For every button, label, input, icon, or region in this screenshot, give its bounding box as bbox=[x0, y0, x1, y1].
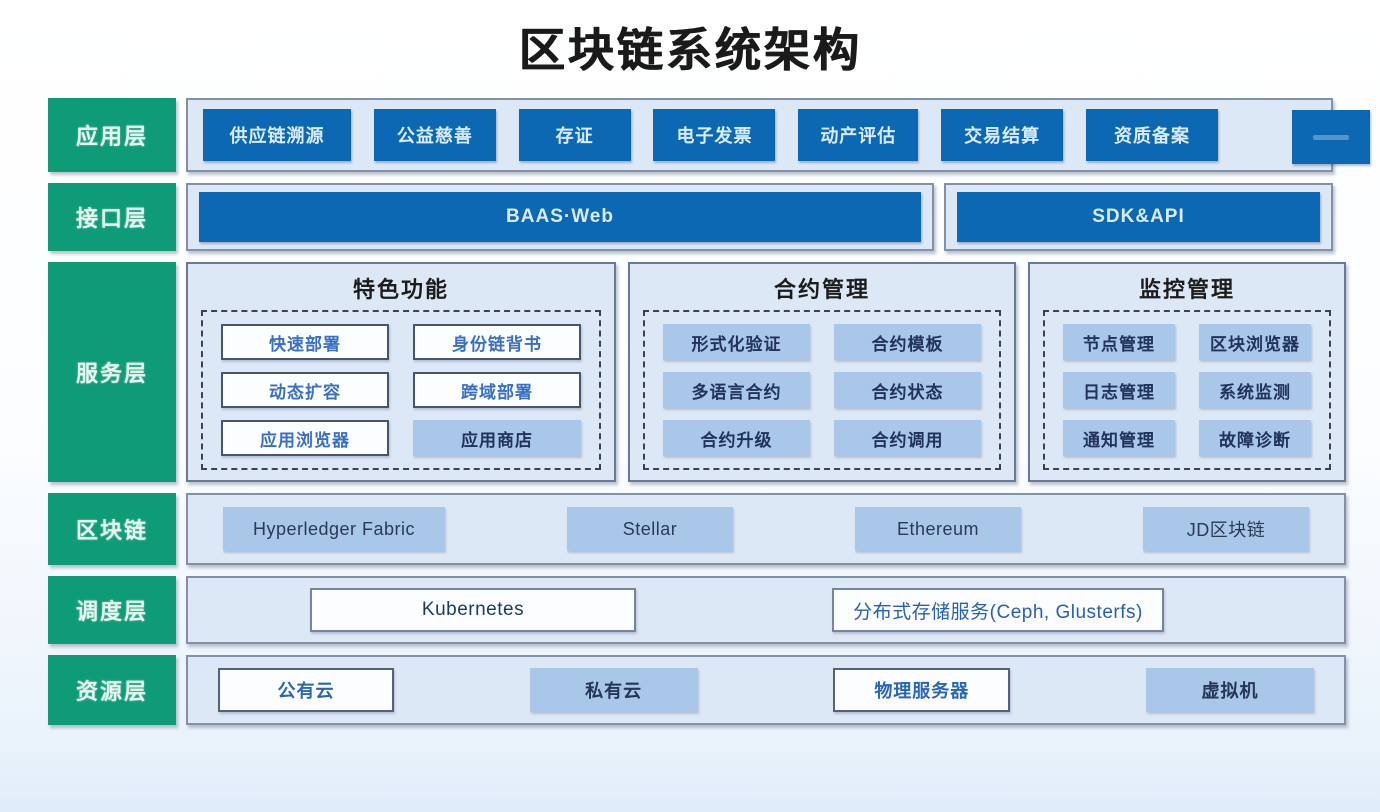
panel-title-contract-management: 合约管理 bbox=[773, 277, 870, 302]
sched-item-distributed-storage: 分布式存储服务(Ceph, Glusterfs) bbox=[832, 588, 1164, 632]
app-item-charity: 公益慈善 bbox=[373, 109, 496, 161]
bc-item-ethereum: Ethereum bbox=[855, 507, 1021, 551]
svc-item-rapid-deployment: 快速部署 bbox=[221, 324, 389, 360]
bc-item-jd-blockchain: JD区块链 bbox=[1143, 507, 1309, 551]
svc-item-fault-diagnosis: 故障诊断 bbox=[1199, 420, 1311, 456]
svc-item-formal-verification: 形式化验证 bbox=[663, 324, 810, 360]
service-layer-container: 特色功能 快速部署 身份链背书 动态扩容 跨域部署 应用浏览器 应用商店 合约管… bbox=[186, 262, 1346, 482]
layer-label-resource: 资源层 bbox=[48, 655, 176, 725]
app-item-qualification-filing: 资质备案 bbox=[1085, 109, 1218, 161]
app-item-asset-appraisal: 动产评估 bbox=[798, 109, 919, 161]
svc-item-app-browser: 应用浏览器 bbox=[221, 420, 389, 456]
panel-monitoring-management: 监控管理 节点管理 区块浏览器 日志管理 系统监测 通知管理 故障诊断 bbox=[1028, 262, 1346, 482]
layer-label-interface: 接口层 bbox=[48, 183, 176, 251]
res-item-public-cloud: 公有云 bbox=[218, 668, 394, 712]
layer-row-service: 服务层 特色功能 快速部署 身份链背书 动态扩容 跨域部署 应用浏览器 应用商店… bbox=[48, 262, 1380, 482]
svc-item-cross-domain-deployment: 跨域部署 bbox=[413, 372, 581, 408]
panel-title-monitoring-management: 监控管理 bbox=[1138, 277, 1235, 302]
svc-item-contract-upgrade: 合约升级 bbox=[663, 420, 810, 456]
svc-item-app-store: 应用商店 bbox=[413, 420, 581, 456]
app-item-e-invoice: 电子发票 bbox=[653, 109, 776, 161]
page-title: 区块链系统架构 bbox=[518, 24, 862, 76]
res-item-virtual-machine: 虚拟机 bbox=[1145, 668, 1314, 712]
panel-featured-functions: 特色功能 快速部署 身份链背书 动态扩容 跨域部署 应用浏览器 应用商店 bbox=[186, 262, 616, 482]
panel-monitoring-management-items: 节点管理 区块浏览器 日志管理 系统监测 通知管理 故障诊断 bbox=[1043, 310, 1331, 470]
svc-item-node-management: 节点管理 bbox=[1063, 324, 1175, 360]
sched-item-kubernetes: Kubernetes bbox=[310, 588, 636, 632]
svc-item-identity-chain-endorsement: 身份链背书 bbox=[413, 324, 581, 360]
layer-row-blockchain: 区块链 Hyperledger Fabric Stellar Ethereum … bbox=[48, 493, 1380, 565]
app-item-evidence-storage: 存证 bbox=[518, 109, 631, 161]
res-item-physical-server: 物理服务器 bbox=[833, 668, 1011, 712]
bc-item-stellar: Stellar bbox=[567, 507, 733, 551]
application-layer-container: 供应链溯源 公益慈善 存证 电子发票 动产评估 交易结算 资质备案 bbox=[186, 98, 1370, 172]
layer-label-application: 应用层 bbox=[48, 98, 176, 172]
interface-baas-container: BAAS·Web bbox=[186, 183, 934, 251]
panel-contract-management: 合约管理 形式化验证 合约模板 多语言合约 合约状态 合约升级 合约调用 bbox=[628, 262, 1016, 482]
panel-contract-management-items: 形式化验证 合约模板 多语言合约 合约状态 合约升级 合约调用 bbox=[643, 310, 1001, 470]
app-item-supply-chain-trace: 供应链溯源 bbox=[203, 109, 351, 161]
bc-item-hyperledger-fabric: Hyperledger Fabric bbox=[223, 507, 445, 551]
panel-featured-functions-items: 快速部署 身份链背书 动态扩容 跨域部署 应用浏览器 应用商店 bbox=[201, 310, 601, 470]
res-item-private-cloud: 私有云 bbox=[529, 668, 698, 712]
interface-sdk-container: SDK&API bbox=[944, 183, 1333, 251]
svc-item-system-monitoring: 系统监测 bbox=[1199, 372, 1311, 408]
scheduling-layer-container: Kubernetes 分布式存储服务(Ceph, Glusterfs) bbox=[186, 576, 1346, 644]
svc-item-contract-invocation: 合约调用 bbox=[834, 420, 981, 456]
app-item-partial-cutoff bbox=[1292, 110, 1370, 164]
svc-item-block-explorer: 区块浏览器 bbox=[1199, 324, 1311, 360]
panel-title-featured-functions: 特色功能 bbox=[352, 277, 449, 302]
interface-layer-container: BAAS·Web SDK&API bbox=[186, 183, 1333, 251]
interface-item-sdk-api: SDK&API bbox=[957, 192, 1320, 242]
svc-item-notification-management: 通知管理 bbox=[1063, 420, 1175, 456]
blockchain-layer-container: Hyperledger Fabric Stellar Ethereum JD区块… bbox=[186, 493, 1346, 565]
resource-layer-container: 公有云 私有云 物理服务器 虚拟机 bbox=[186, 655, 1346, 725]
layer-label-scheduling: 调度层 bbox=[48, 576, 176, 644]
interface-item-baas-web: BAAS·Web bbox=[199, 192, 921, 242]
svc-item-dynamic-scaling: 动态扩容 bbox=[221, 372, 389, 408]
layer-label-service: 服务层 bbox=[48, 262, 176, 482]
layer-row-resource: 资源层 公有云 私有云 物理服务器 虚拟机 bbox=[48, 655, 1380, 725]
blockchain-architecture-diagram: 区块链系统架构 应用层 供应链溯源 公益慈善 存证 电子发票 动产评估 交易结算… bbox=[0, 0, 1380, 725]
svc-item-log-management: 日志管理 bbox=[1063, 372, 1175, 408]
layer-row-application: 应用层 供应链溯源 公益慈善 存证 电子发票 动产评估 交易结算 资质备案 bbox=[48, 98, 1380, 172]
app-item-trade-settlement: 交易结算 bbox=[941, 109, 1064, 161]
svc-item-contract-template: 合约模板 bbox=[834, 324, 981, 360]
layer-row-scheduling: 调度层 Kubernetes 分布式存储服务(Ceph, Glusterfs) bbox=[48, 576, 1380, 644]
layer-row-interface: 接口层 BAAS·Web SDK&API bbox=[48, 183, 1380, 251]
svc-item-multilang-contract: 多语言合约 bbox=[663, 372, 810, 408]
layer-label-blockchain: 区块链 bbox=[48, 493, 176, 565]
svc-item-contract-status: 合约状态 bbox=[834, 372, 981, 408]
diagram-body: 应用层 供应链溯源 公益慈善 存证 电子发票 动产评估 交易结算 资质备案 接口… bbox=[0, 98, 1380, 725]
